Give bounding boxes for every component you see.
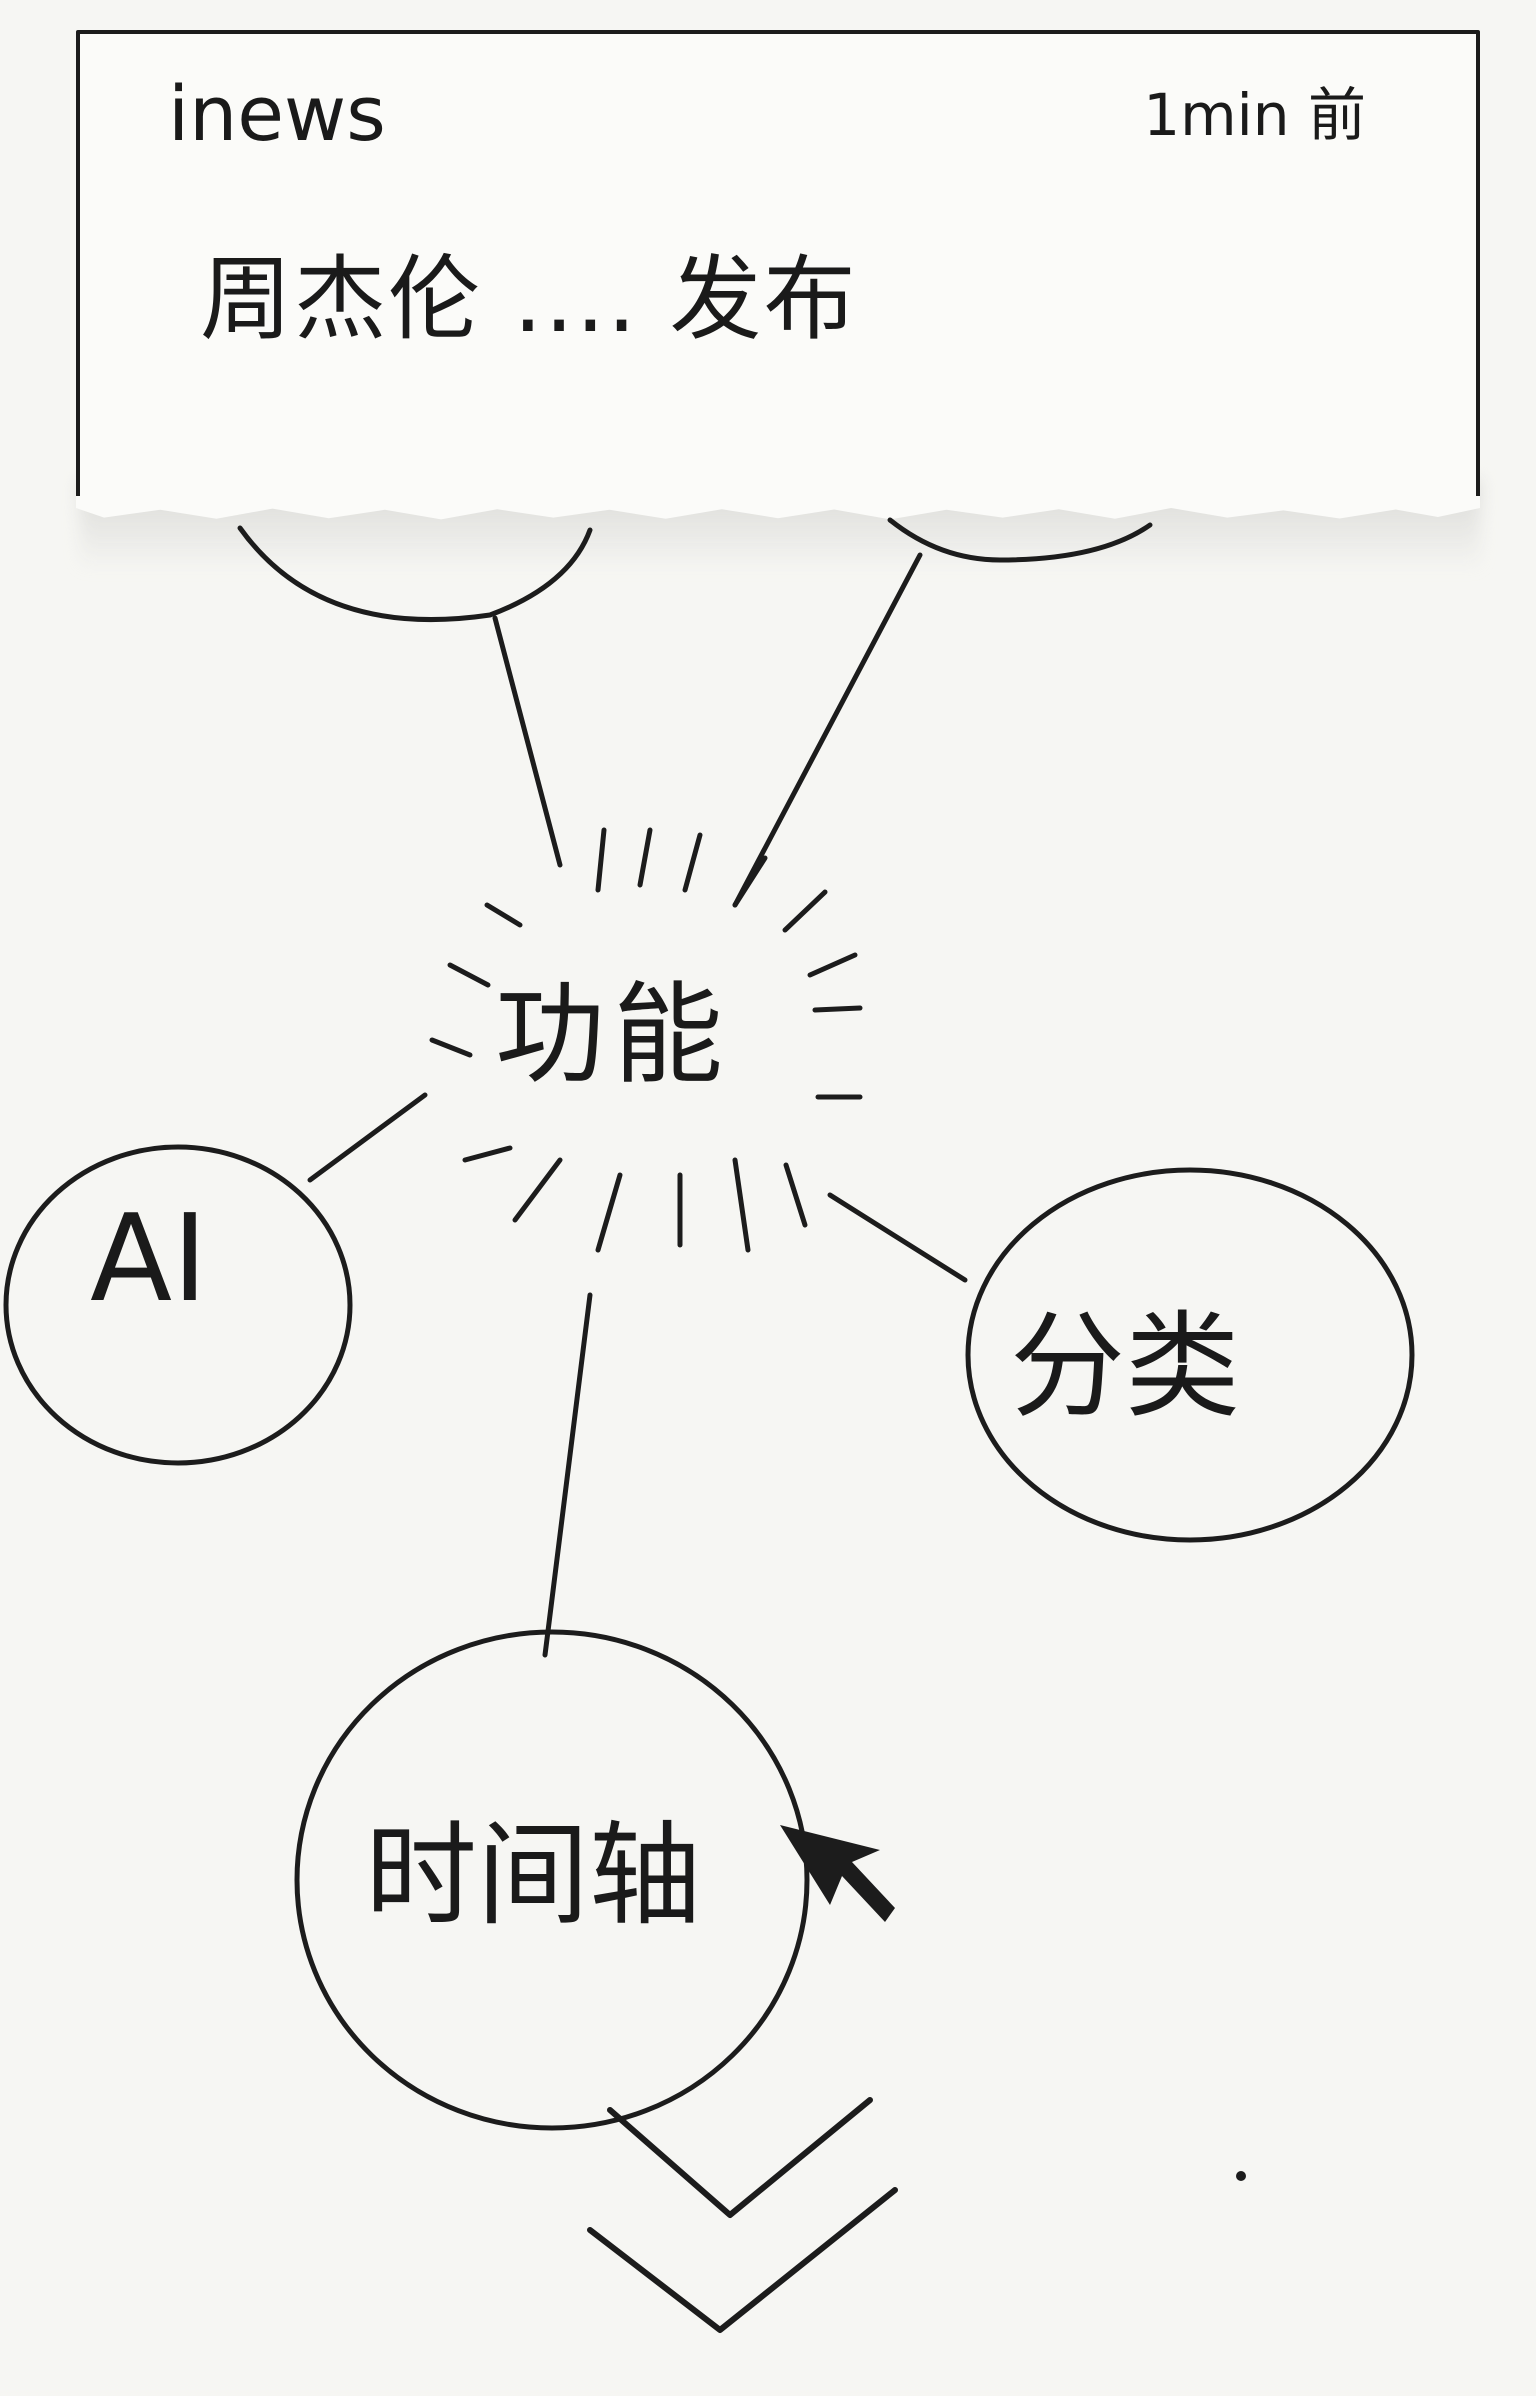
connector-right-hook <box>732 552 923 908</box>
ai-node-circle <box>3 1144 353 1466</box>
center-burst-rays <box>429 827 863 1253</box>
notification-headline: 周杰伦 .... 发布 <box>200 246 858 353</box>
timeline-node-label[interactable]: 时间轴 <box>365 1811 701 1941</box>
category-node-label[interactable]: 分类 <box>1010 1300 1241 1434</box>
app-name: inews <box>168 69 386 158</box>
timeline-node-circle <box>294 1629 810 2131</box>
notification-time: 1min 前 <box>1143 81 1366 149</box>
connector-ai <box>307 1092 428 1183</box>
left-hook-curve <box>237 525 593 623</box>
connector-left-hook <box>492 615 563 868</box>
connector-timeline <box>542 1292 593 1658</box>
right-hook-curve <box>887 517 1153 563</box>
category-node-circle <box>965 1167 1415 1543</box>
feature-center-label[interactable]: 功能 <box>495 971 731 1099</box>
cursor-arrow-icon <box>780 1825 895 1922</box>
notification-banner[interactable]: inews 1min 前 周杰伦 .... 发布 <box>76 30 1480 500</box>
ai-node-label[interactable]: AI <box>90 1190 208 1329</box>
double-chevron-down-icon <box>587 2097 898 2333</box>
connector-category <box>827 1192 968 1283</box>
ink-dot <box>1236 2171 1246 2181</box>
